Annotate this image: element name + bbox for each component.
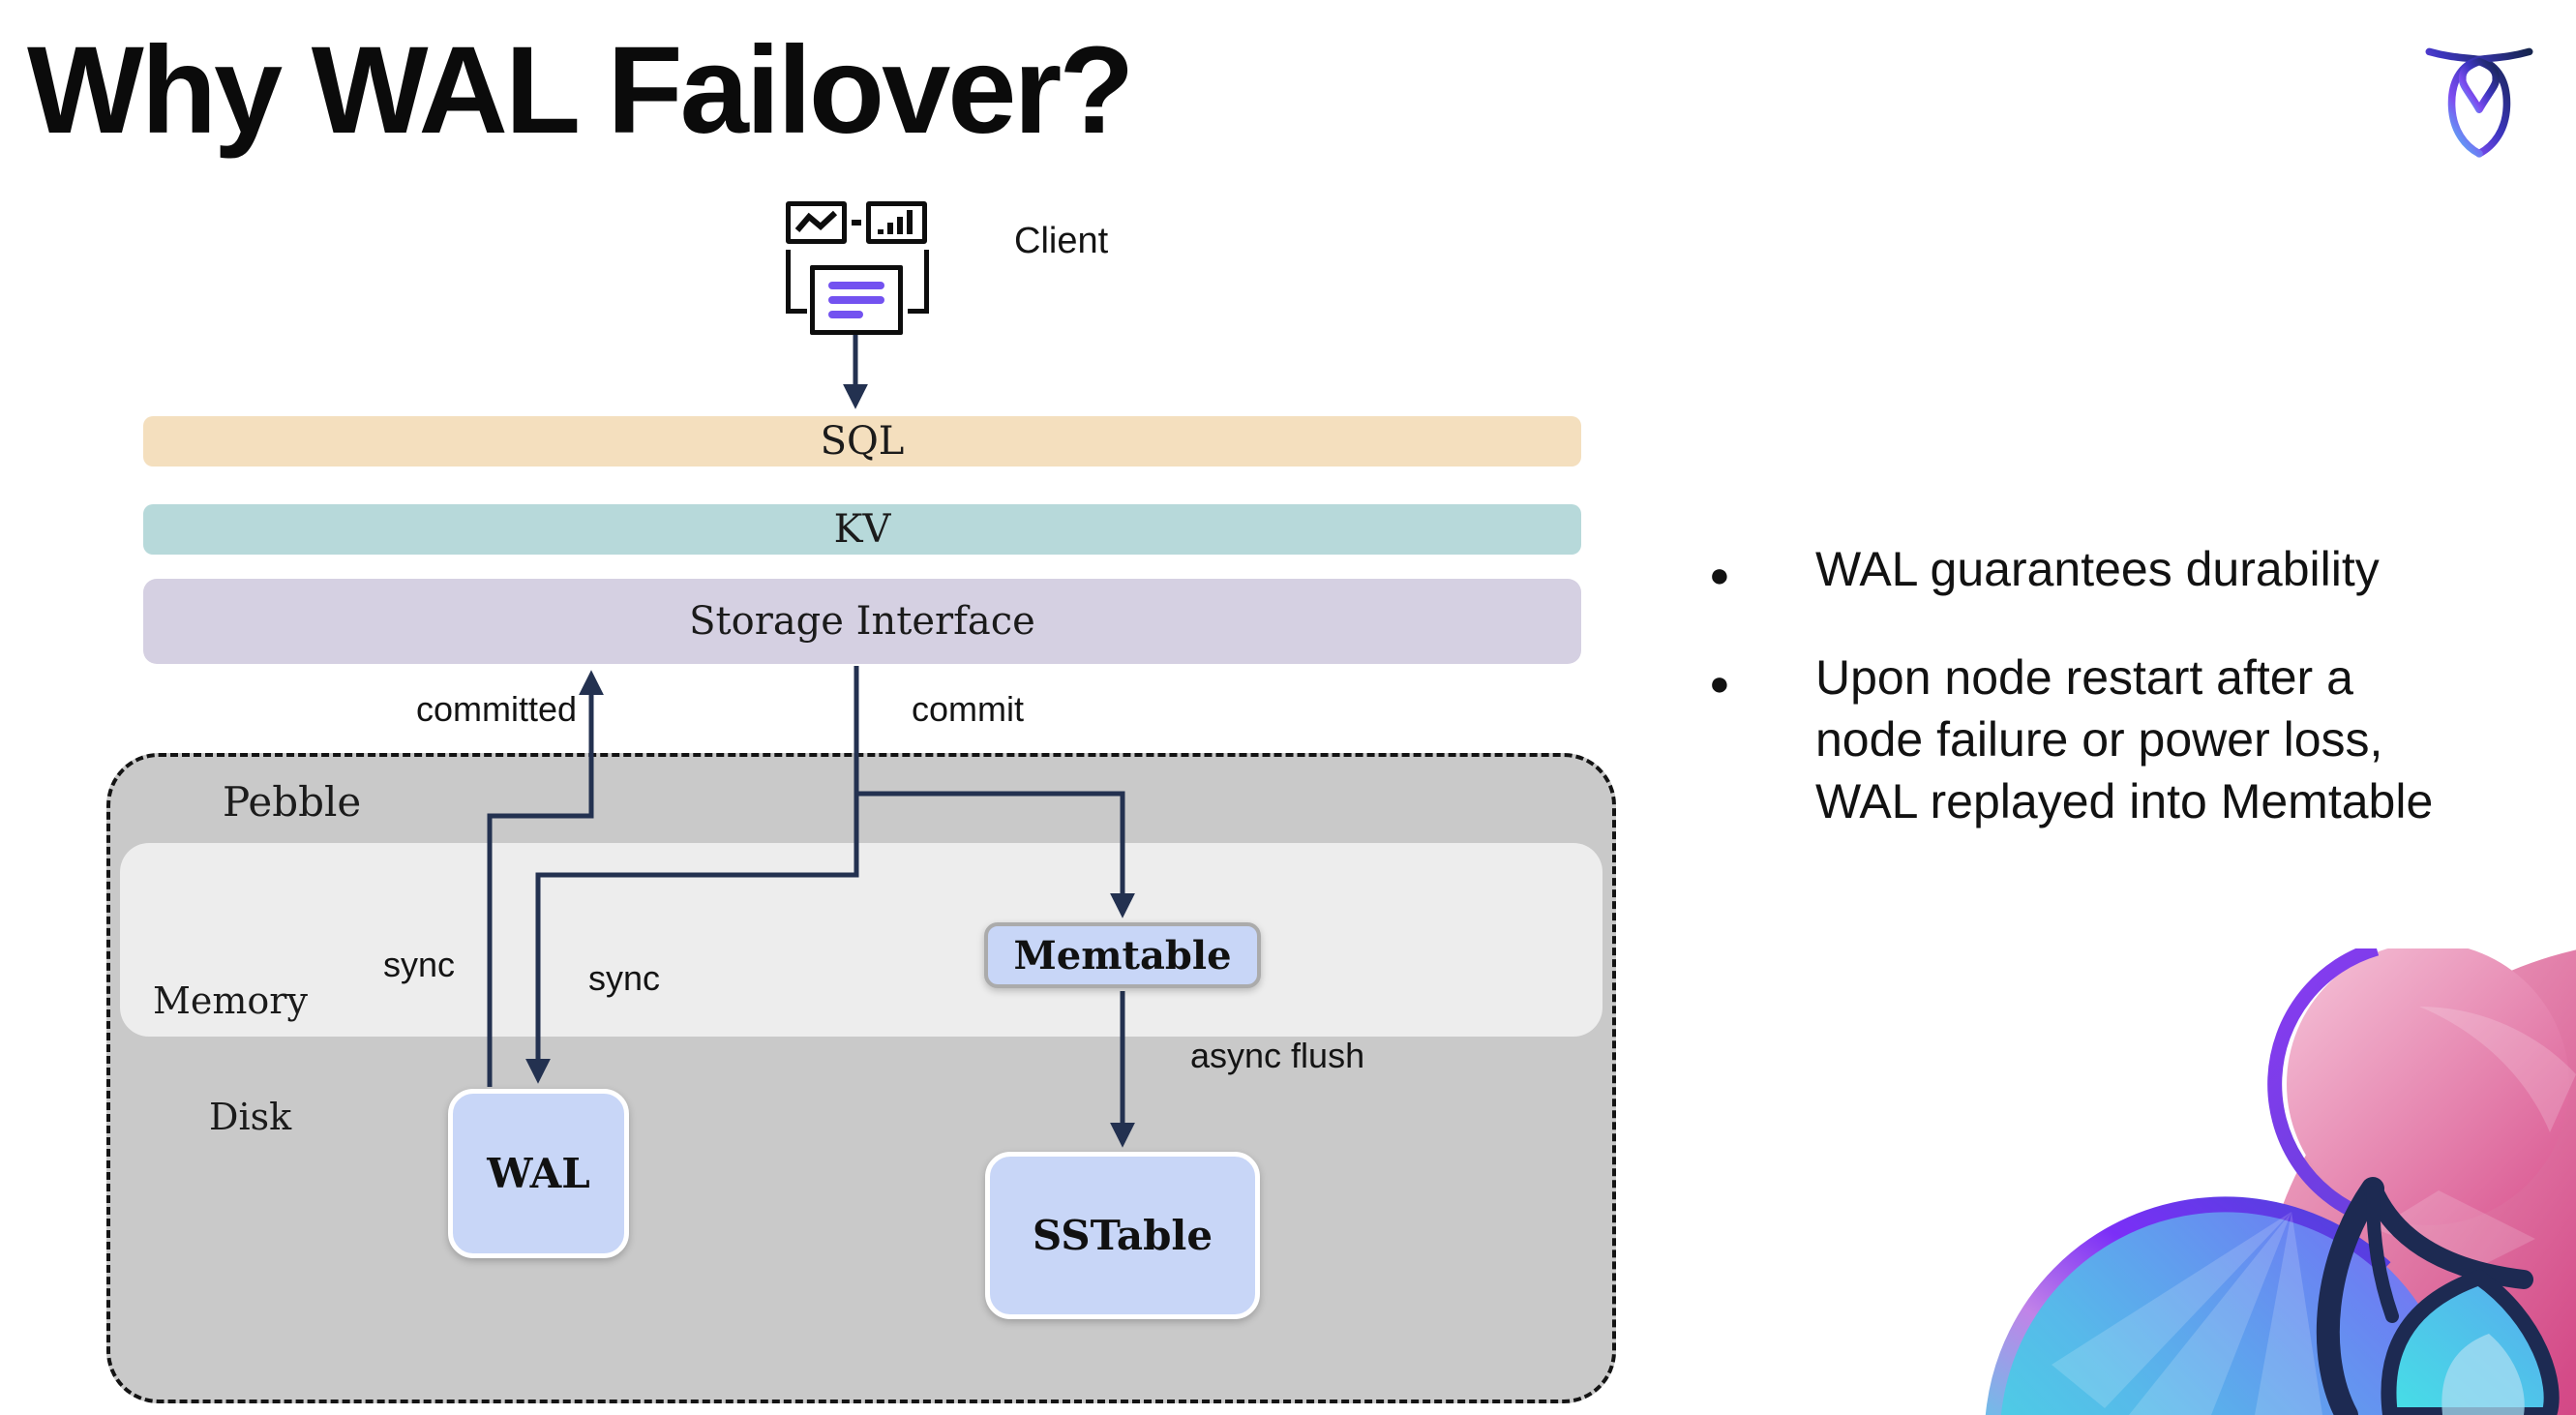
document-window-icon	[810, 265, 903, 335]
bracket-right	[908, 250, 929, 314]
sstable-box: SSTable	[985, 1152, 1260, 1319]
bar-chart-window-icon	[866, 201, 927, 244]
wal-label: WAL	[487, 1150, 590, 1197]
bullet-line: WAL replayed into Memtable	[1815, 774, 2434, 828]
edge-label-sync-write: sync	[588, 958, 661, 998]
bracket-left	[786, 250, 807, 314]
wal-box: WAL	[448, 1089, 629, 1258]
cockroachdb-logo-icon	[2425, 47, 2533, 158]
memory-zone-label: Memory	[153, 979, 308, 1022]
memory-zone	[120, 843, 1603, 1037]
bullet-line: node failure or power loss,	[1815, 712, 2383, 767]
client-workstation-icon	[784, 196, 931, 341]
bullet-item: Upon node restart after a node failure o…	[1703, 647, 2574, 832]
doc-text-line	[828, 282, 884, 289]
disk-zone-label: Disk	[209, 1096, 292, 1138]
doc-text-line	[828, 311, 863, 318]
edge-label-sync-ack: sync	[383, 945, 456, 984]
layer-bar-sql: SQL	[143, 416, 1581, 467]
pebble-label: Pebble	[223, 778, 362, 826]
memtable-box: Memtable	[984, 922, 1261, 988]
doc-text-line	[828, 296, 884, 304]
line-chart-glyph	[794, 210, 838, 232]
sstable-label: SSTable	[1032, 1212, 1213, 1259]
bullet-line: WAL guarantees durability	[1815, 542, 2380, 596]
edge-label-commit: commit	[912, 689, 1024, 729]
client-label: Client	[1014, 221, 1109, 261]
edge-label-committed: committed	[415, 689, 577, 729]
layer-bar-kv: KV	[143, 504, 1581, 555]
page-title: Why WAL Failover?	[27, 21, 1134, 160]
bullet-list: WAL guarantees durability Upon node rest…	[1703, 538, 2574, 832]
dash-connector	[852, 220, 861, 226]
brand-corner-art	[1985, 948, 2576, 1415]
edge-label-async-flush: async flush	[1190, 1036, 1365, 1075]
line-chart-window-icon	[786, 201, 847, 244]
memtable-label: Memtable	[1013, 932, 1232, 978]
layer-bar-storage-interface: Storage Interface	[143, 579, 1581, 664]
bar-chart-glyph	[878, 210, 913, 234]
bullet-item: WAL guarantees durability	[1703, 538, 2574, 606]
layer-label-kv: KV	[833, 507, 891, 552]
layer-label-sql: SQL	[820, 419, 905, 464]
bullet-line: Upon node restart after a	[1815, 650, 2353, 705]
layer-label-storage-interface: Storage Interface	[689, 599, 1035, 644]
